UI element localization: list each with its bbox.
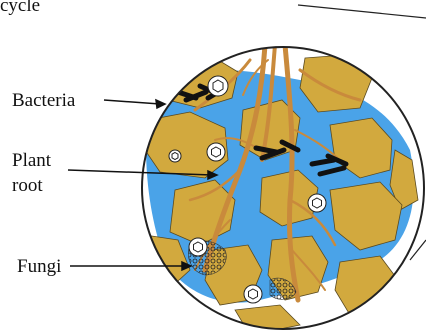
header-partial-text: cycle [0,0,40,18]
label-fungi: Fungi [17,254,61,279]
label-plant-root: Plant root [12,148,51,198]
label-bacteria: Bacteria [12,88,75,113]
label-plant-root-line2: root [12,173,51,198]
label-plant-root-line1: Plant [12,148,51,173]
zoom-line-top [298,5,426,18]
